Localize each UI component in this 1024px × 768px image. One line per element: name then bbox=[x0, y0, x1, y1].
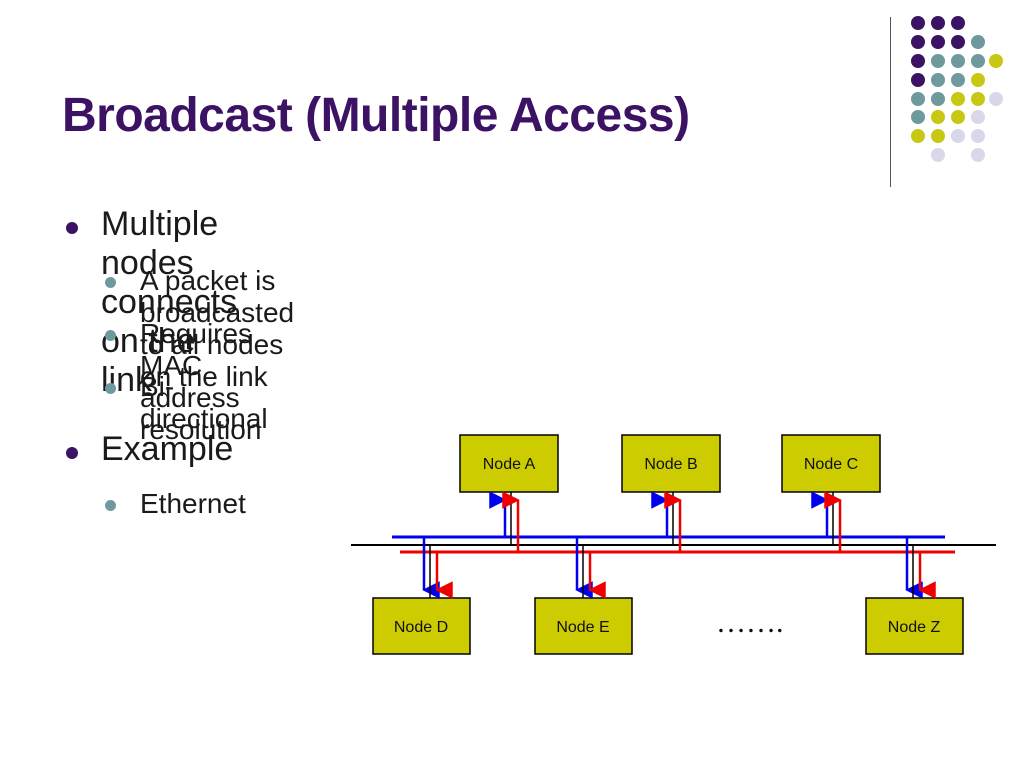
node-a: Node A bbox=[459, 434, 559, 493]
decor-dot bbox=[911, 129, 925, 143]
decor-dot bbox=[931, 73, 945, 87]
decor-dot bbox=[911, 110, 925, 124]
decor-dot bbox=[931, 16, 945, 30]
node-label: Node B bbox=[644, 456, 697, 473]
decor-dot bbox=[911, 92, 925, 106]
sub-bullet-item: Requires MAC address resolution bbox=[140, 318, 262, 445]
sub-bullet-item: Bi-directional bbox=[140, 371, 268, 434]
decor-dot bbox=[971, 92, 985, 106]
decor-dot bbox=[931, 35, 945, 49]
node-label: Node A bbox=[483, 456, 536, 473]
decor-dot bbox=[989, 92, 1003, 106]
decor-dot bbox=[931, 110, 945, 124]
decor-dot bbox=[931, 148, 945, 162]
decor-dot bbox=[971, 73, 985, 87]
decor-dot bbox=[971, 54, 985, 68]
node-b: Node B bbox=[621, 434, 721, 493]
bullet-item: Multiple nodes connects on the link bbox=[101, 205, 238, 399]
bullet-marker bbox=[66, 447, 78, 459]
sub-bullet-item: A packet is broadcasted to all nodes on … bbox=[140, 265, 295, 392]
decor-dot bbox=[989, 54, 1003, 68]
decor-dot bbox=[911, 35, 925, 49]
decor-dot bbox=[931, 54, 945, 68]
decor-dot bbox=[951, 35, 965, 49]
more-nodes-ellipsis: ……. bbox=[716, 606, 784, 639]
decor-dot bbox=[971, 110, 985, 124]
node-d: Node D bbox=[372, 597, 471, 655]
decor-dot bbox=[951, 110, 965, 124]
bullet-marker bbox=[66, 222, 78, 234]
sub-bullet-item: Ethernet bbox=[140, 488, 246, 519]
sub-bullet-marker bbox=[105, 277, 116, 288]
decor-dot bbox=[951, 16, 965, 30]
node-label: Node D bbox=[394, 619, 448, 636]
sub-bullet-marker bbox=[105, 330, 116, 341]
bullet-item: Example bbox=[101, 430, 234, 468]
sub-bullet-marker bbox=[105, 383, 116, 394]
decor-dot bbox=[931, 129, 945, 143]
node-label: Node C bbox=[804, 456, 858, 473]
slide-title: Broadcast (Multiple Access) bbox=[62, 89, 690, 142]
title-divider bbox=[890, 17, 891, 187]
decor-dot bbox=[971, 129, 985, 143]
sub-bullet-marker bbox=[105, 500, 116, 511]
node-c: Node C bbox=[781, 434, 881, 493]
decor-dot bbox=[951, 92, 965, 106]
decor-dot bbox=[911, 73, 925, 87]
node-z: Node Z bbox=[865, 597, 964, 655]
node-e: Node E bbox=[534, 597, 633, 655]
decor-dot bbox=[971, 35, 985, 49]
node-label: Node E bbox=[556, 619, 609, 636]
decor-dot bbox=[911, 16, 925, 30]
decor-dot bbox=[951, 73, 965, 87]
decorative-dot-grid bbox=[911, 16, 1003, 162]
decor-dot bbox=[951, 54, 965, 68]
decor-dot bbox=[931, 92, 945, 106]
decor-dot bbox=[951, 129, 965, 143]
decor-dot bbox=[971, 148, 985, 162]
node-label: Node Z bbox=[888, 619, 941, 636]
decor-dot bbox=[911, 54, 925, 68]
